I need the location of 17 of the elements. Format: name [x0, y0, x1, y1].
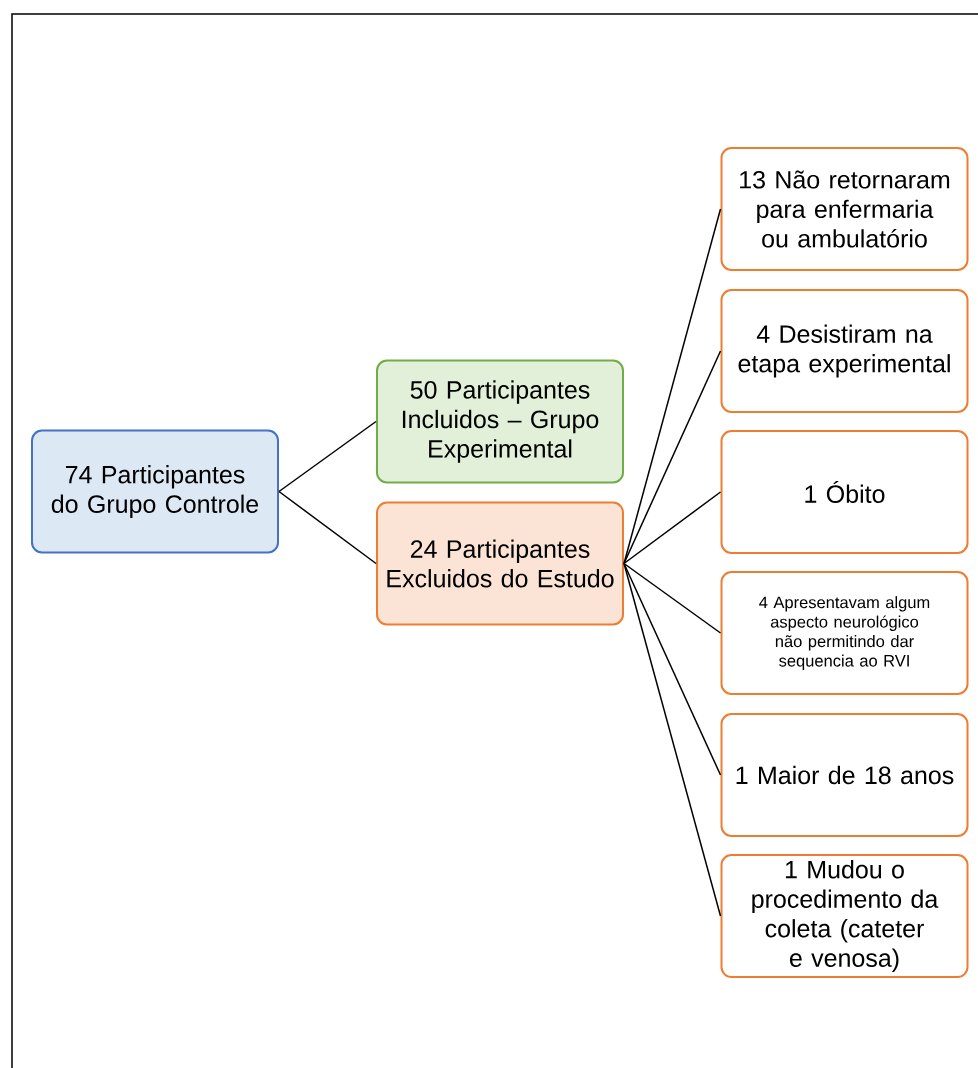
- reason-box: 13 Não retornaram para enfermaria ou ambulatório: [720, 147, 969, 271]
- reason-box: 4 Apresentavam algum aspecto neurológico não permitindo dar sequencia ao RVI: [720, 571, 969, 695]
- connector-line: [623, 208, 722, 565]
- connector-line: [623, 562, 722, 776]
- connector-line: [623, 562, 722, 634]
- reason-box: 4 Desistiram na etapa experimental: [720, 289, 969, 413]
- connector-line: [623, 491, 722, 565]
- reason-box: 1 Óbito: [720, 430, 969, 554]
- connector-line: [623, 562, 722, 917]
- reason-box: 1 Mudou o procedimento da coleta (cateter e venosa): [720, 854, 969, 978]
- connector-line: [623, 350, 722, 565]
- connector-line: [278, 420, 377, 493]
- group-box: 74 Participantes do Grupo Controle: [31, 429, 279, 554]
- group-box: 50 Participantes Incluidos – Grupo Experimental: [376, 359, 624, 484]
- reason-box: 1 Maior de 18 anos: [720, 713, 969, 837]
- group-box: 24 Participantes Excluidos do Estudo: [376, 501, 624, 626]
- connector-line: [278, 490, 377, 565]
